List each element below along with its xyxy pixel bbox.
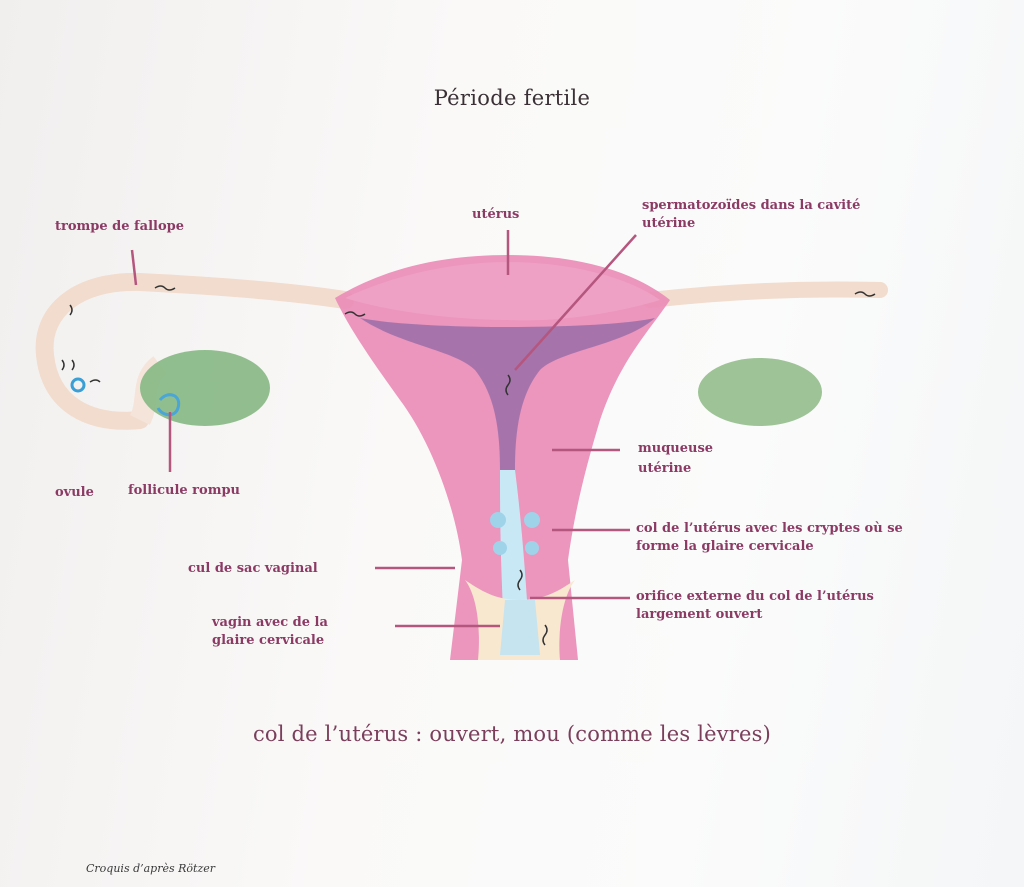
label-uterus: utérus	[472, 206, 519, 223]
label-vagin-line1: vagin avec de la	[212, 614, 328, 631]
right-ovary	[698, 358, 822, 426]
label-spermatozoides-line1: spermatozoïdes dans la cavité	[642, 197, 860, 214]
diagram-title: Période fertile	[300, 86, 724, 110]
diagram-caption: col de l’utérus : ouvert, mou (comme les…	[150, 722, 874, 746]
label-follicule: follicule rompu	[128, 482, 240, 499]
label-col-line1: col de l’utérus avec les cryptes où se	[636, 520, 903, 537]
label-vagin-line2: glaire cervicale	[212, 632, 324, 649]
mucus-crypt	[524, 512, 540, 528]
label-col-line2: forme la glaire cervicale	[636, 538, 814, 555]
mucus-crypt	[525, 541, 539, 555]
ovule-cell	[72, 379, 84, 391]
label-orifice-line1: orifice externe du col de l’utérus	[636, 588, 874, 605]
right-fallopian-tube	[650, 289, 880, 300]
sperm	[90, 380, 100, 382]
label-cul-de-sac: cul de sac vaginal	[188, 560, 318, 577]
credit-text: Croquis d’après Rötzer	[86, 862, 215, 875]
vagina-mucus	[500, 600, 540, 655]
label-spermatozoides-line2: utérine	[642, 215, 695, 232]
label-ovule: ovule	[55, 484, 94, 501]
mucus-crypt	[493, 541, 507, 555]
sperm	[62, 360, 74, 370]
label-muqueuse-line2: utérine	[638, 460, 691, 477]
left-ovary	[140, 350, 270, 426]
label-orifice-line2: largement ouvert	[636, 606, 762, 623]
label-trompe: trompe de fallope	[55, 218, 184, 235]
label-muqueuse-line1: muqueuse	[638, 440, 713, 457]
mucus-crypt	[490, 512, 506, 528]
